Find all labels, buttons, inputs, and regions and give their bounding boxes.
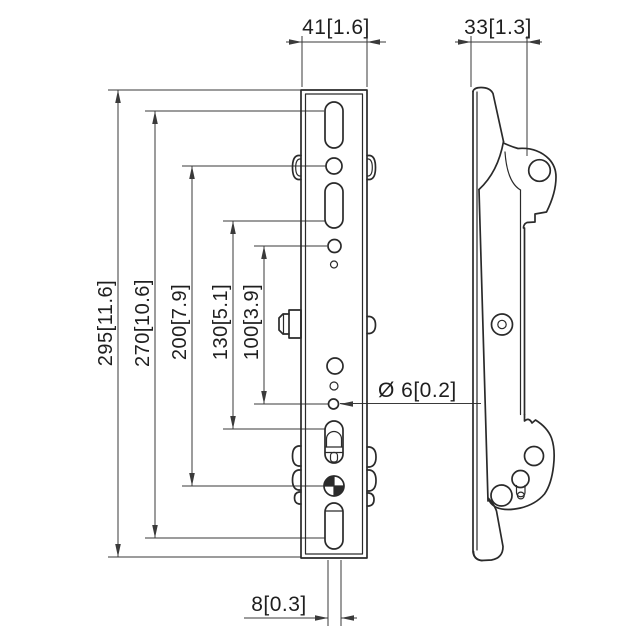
clip-lower-right-1 [366,446,377,468]
latch-slot [324,420,344,464]
clip-upper-right [366,154,377,181]
clip-lower-right-2 [366,469,377,492]
latch-housing [487,413,556,511]
latch-hole-lower [490,484,513,507]
dimension-lines: 295[11.6] 270[10.6] 200[7.9] 130[5.1] [95,16,542,626]
latch-pin-band [325,446,343,454]
slot-second [324,182,344,229]
hook-head [502,142,557,229]
hole-diameter-6 [327,398,340,410]
latch-key-pin [516,491,525,500]
plate-front-taper [478,188,489,502]
slot-top [324,101,344,149]
dim-slot-width: 8[0.3] [244,560,357,626]
hole-100-top [327,238,342,254]
hole-small-lower [329,381,339,391]
dim-span-130: 130[5.1] [210,220,325,430]
dim-span-100: 100[3.9] [241,245,328,405]
clip-upper-right-inner [366,158,373,177]
screw-symbol [323,475,345,497]
dim-label-100: 100[3.9] [241,284,263,360]
hook-hole [527,158,552,183]
side-bolt-left [278,309,302,339]
hole-small-upper [329,260,339,269]
clip-lower-left-2 [291,469,302,491]
dim-label-8: 8[0.3] [251,593,307,616]
clip-upper-left [291,154,302,181]
dim-label-270: 270[10.6] [132,279,154,367]
latch-pin-dome [325,430,343,448]
hook-mouth [504,151,522,191]
dim-label-41: 41[1.6] [302,16,370,39]
bottom-foot [472,497,504,562]
latch-hole-upper [523,445,545,467]
dim-label-295: 295[11.6] [95,280,117,366]
clip-upper-left-inner [295,158,302,177]
dim-label-d6: Ø 6[0.2] [378,379,457,402]
dim-front-width: 41[1.6] [286,16,386,87]
dim-label-200: 200[7.9] [169,284,191,360]
dim-overall-height: 295[11.6] [95,89,301,558]
latch-pin-stem [329,451,339,463]
dim-label-130: 130[5.1] [210,284,232,360]
side-screw-inner [497,319,507,330]
slot-bottom [324,502,344,550]
side-screw-outer [490,313,514,336]
hole-200-top [325,157,343,175]
front-view [278,89,377,559]
latch-key-stem [515,484,526,498]
clip-lower-left-3 [293,491,302,505]
hole-middle [326,357,344,375]
latch-hole-key [511,469,530,489]
dim-side-depth: 33[1.3] [455,16,542,156]
tab-mid-right [366,315,377,335]
dim-span-270: 270[10.6] [132,110,325,539]
clip-lower-left-1 [291,445,302,467]
dim-hole-diameter: Ø 6[0.2] [340,379,481,407]
hook-inner-curve [478,140,505,191]
side-view [472,86,557,562]
dim-label-33: 33[1.3] [464,16,532,39]
bracket-inner-edge [304,93,364,555]
clip-lower-right-3 [366,492,375,507]
hook-slope [472,86,505,143]
